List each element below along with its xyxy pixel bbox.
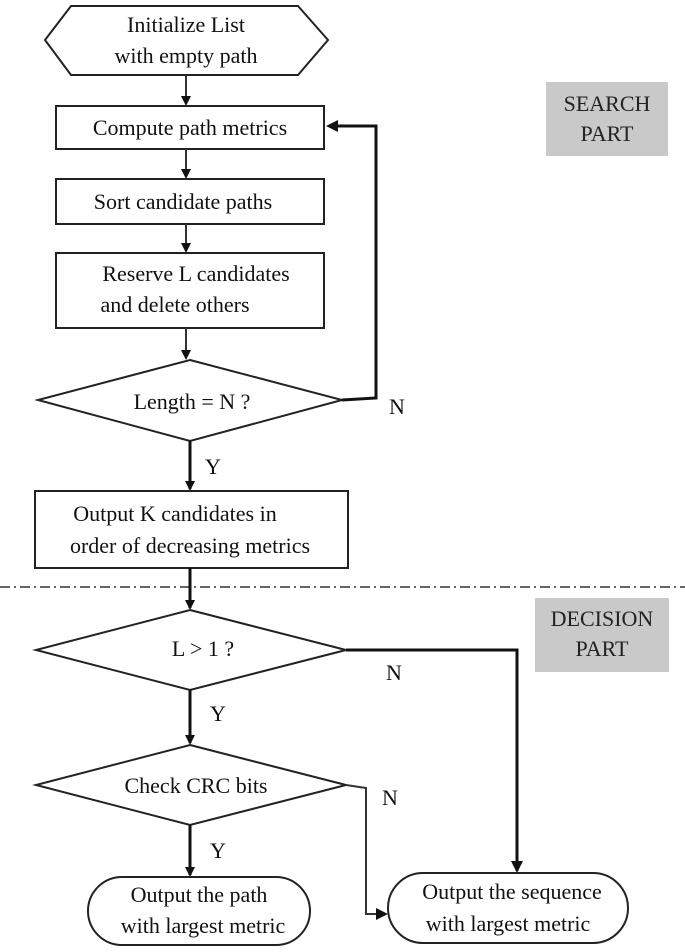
- label-crc-no: N: [382, 785, 398, 810]
- svg-text:Check CRC bits: Check CRC bits: [124, 773, 267, 798]
- init-node: Initialize List with empty path: [43, 5, 330, 76]
- svg-text:L > 1 ?: L > 1 ?: [172, 636, 234, 661]
- svg-text:order of decreasing metrics: order of decreasing metrics: [70, 533, 310, 558]
- svg-text:Reserve L candidates: Reserve L candidates: [102, 261, 289, 286]
- length-decision: Length = N ?: [34, 358, 346, 443]
- label-crc-yes: Y: [210, 838, 226, 863]
- label-length-no: N: [389, 394, 405, 419]
- svg-text:PART: PART: [576, 636, 629, 661]
- svg-text:SEARCH: SEARCH: [564, 91, 651, 116]
- arrow-l-no: [346, 648, 519, 871]
- svg-text:Output K candidates in: Output K candidates in: [73, 501, 276, 526]
- svg-text:Sort candidate paths: Sort candidate paths: [94, 189, 272, 214]
- svg-text:Output the sequence: Output the sequence: [422, 879, 602, 904]
- reserve-node: Reserve L candidates and delete others: [55, 252, 325, 329]
- arrow-length-no: [332, 124, 378, 402]
- label-length-yes: Y: [205, 454, 221, 479]
- output-sequence-node: Output the sequence with largest metric: [387, 872, 629, 944]
- svg-text:Compute path metrics: Compute path metrics: [93, 115, 287, 140]
- l-decision: L > 1 ?: [32, 608, 347, 692]
- svg-text:Length = N ?: Length = N ?: [134, 389, 251, 414]
- output-k-node: Output K candidates in order of decreasi…: [34, 490, 349, 569]
- decision-part-label: DECISION PART: [535, 598, 669, 672]
- connectors: [181, 75, 523, 920]
- svg-text:with largest metric: with largest metric: [426, 911, 591, 936]
- svg-text:with largest metric: with largest metric: [121, 913, 286, 938]
- sort-node: Sort candidate paths: [55, 178, 325, 225]
- search-part-label: SEARCH PART: [546, 82, 668, 156]
- label-l-no: N: [386, 660, 402, 685]
- svg-text:and delete others: and delete others: [100, 292, 249, 317]
- svg-text:Output the path: Output the path: [131, 882, 268, 907]
- output-path-node: Output the path with largest metric: [87, 876, 311, 946]
- arrow-crc-no: [345, 784, 384, 915]
- svg-text:with empty path: with empty path: [115, 43, 258, 68]
- compute-node: Compute path metrics: [55, 105, 325, 150]
- svg-text:DECISION: DECISION: [551, 606, 654, 631]
- label-l-yes: Y: [210, 701, 226, 726]
- crc-decision: Check CRC bits: [32, 743, 347, 827]
- svg-text:PART: PART: [581, 121, 634, 146]
- svg-text:Initialize List: Initialize List: [127, 12, 245, 37]
